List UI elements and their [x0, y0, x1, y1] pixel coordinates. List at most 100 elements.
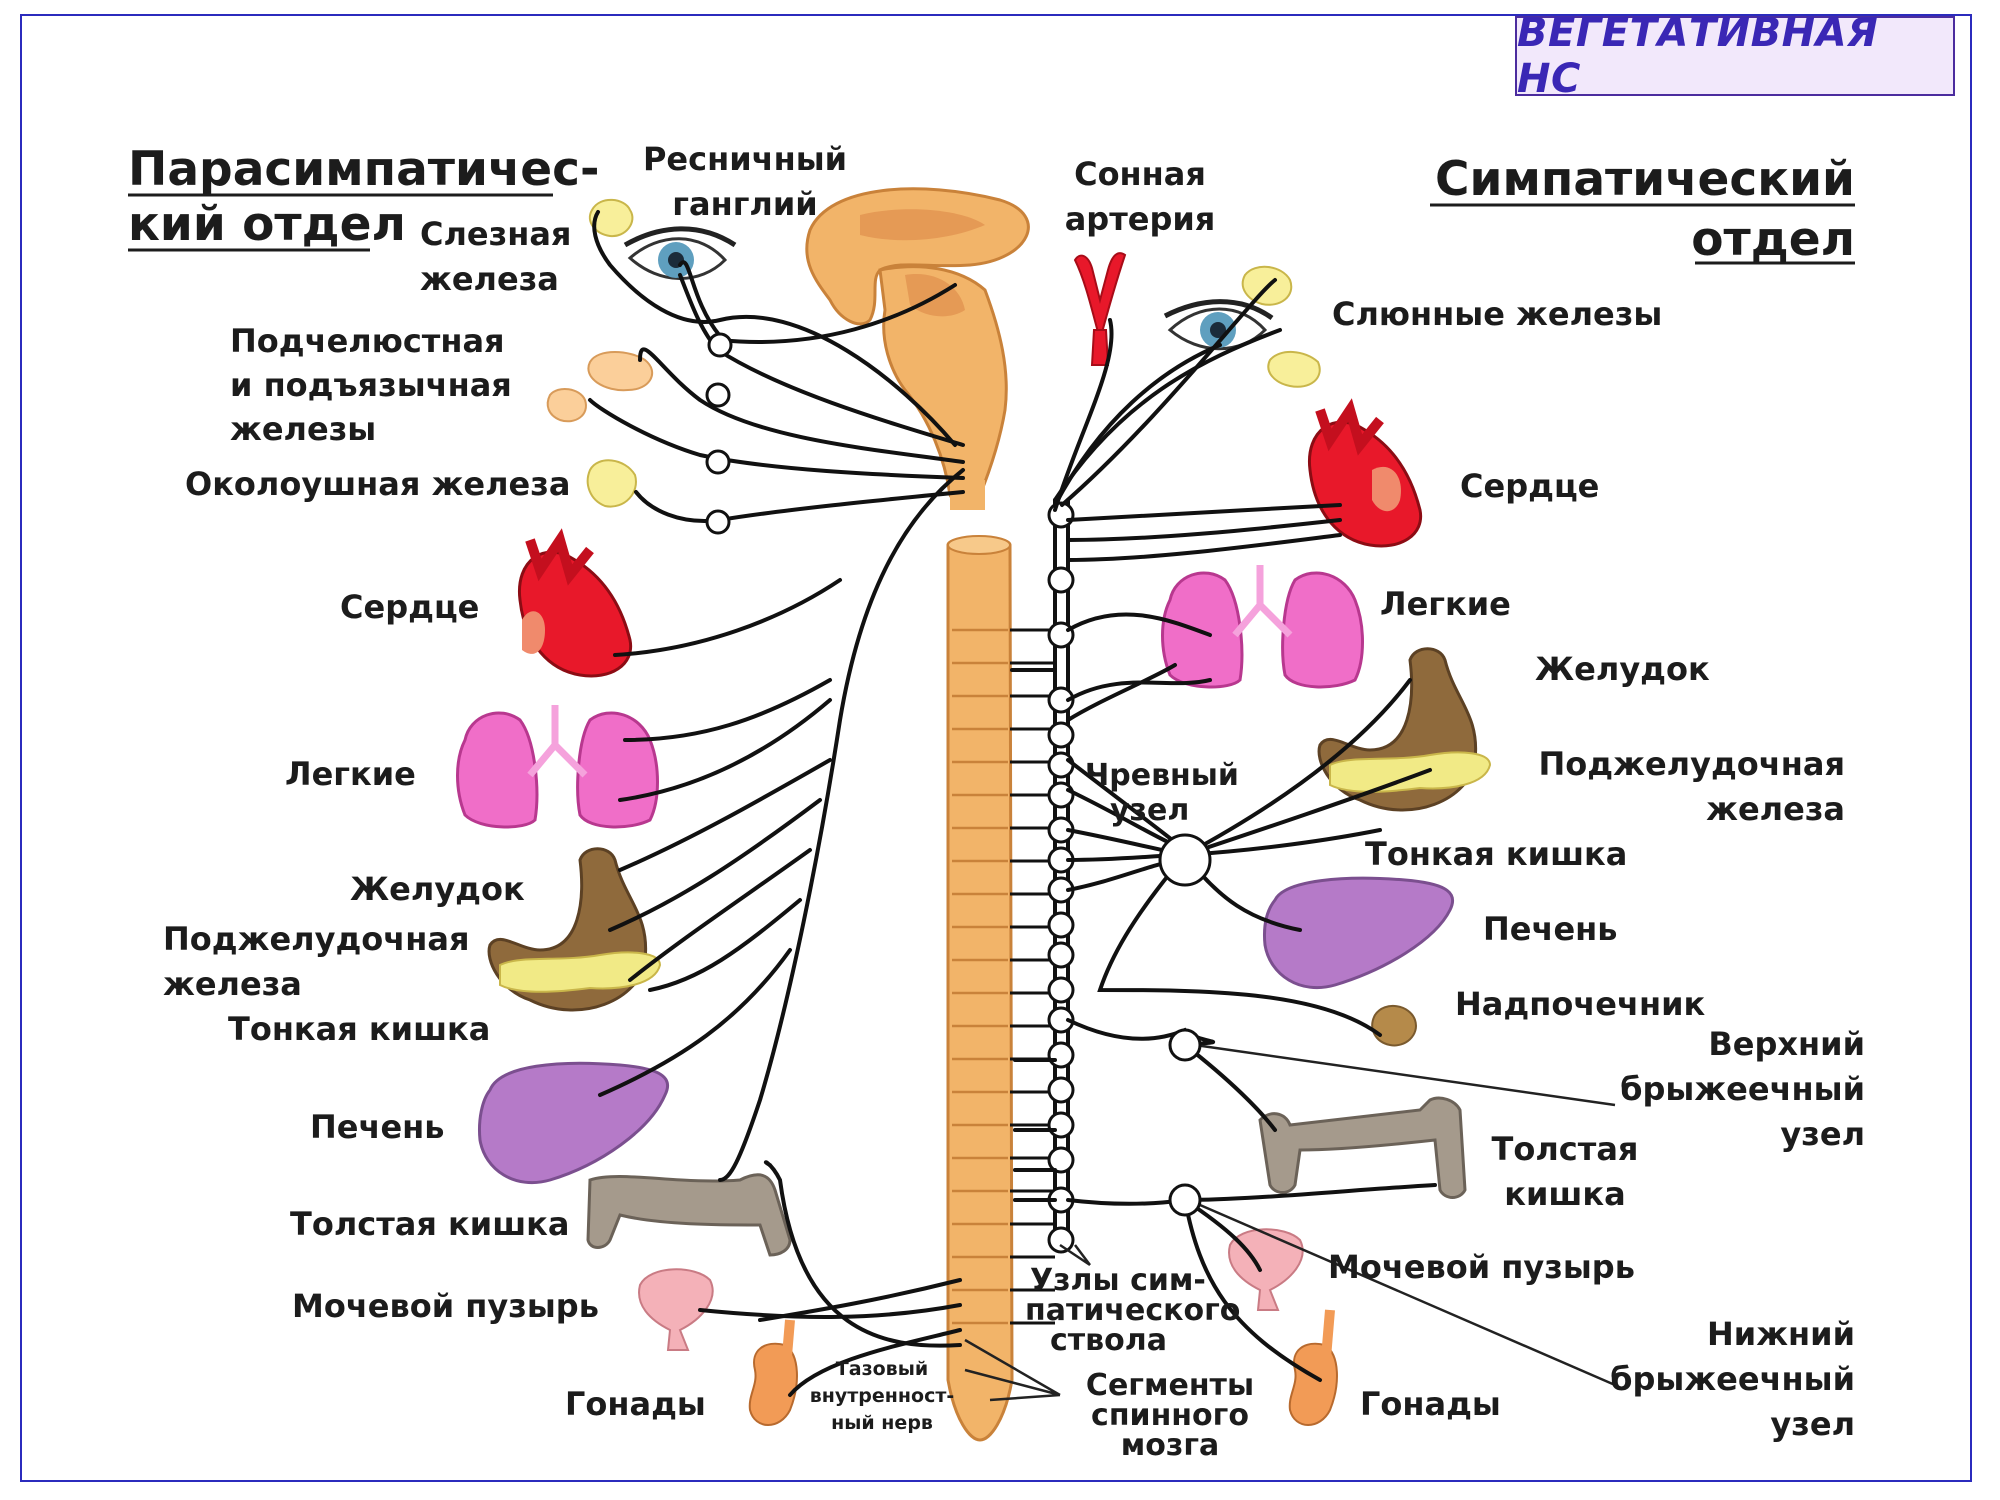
- label-pelvic-nerve: Тазовый: [836, 1358, 928, 1380]
- otic-ganglion-node: [705, 509, 731, 535]
- label-salivary-glands: Слюнные железы: [1332, 295, 1662, 333]
- sympathetic-trunk-ganglion: [1047, 1111, 1075, 1139]
- adrenal-gland: [1371, 1005, 1417, 1047]
- sympathetic-trunk-ganglion: [1047, 566, 1075, 594]
- label-colon-right-2: кишка: [1504, 1175, 1625, 1213]
- gonads-left: [748, 1319, 798, 1426]
- heart-left: [517, 528, 633, 678]
- label-inferior-mesenteric-2: брыжеечный: [1610, 1360, 1855, 1398]
- label-superior-mesenteric-3: узел: [1780, 1115, 1865, 1153]
- svg-text:отдел: отдел: [1691, 212, 1855, 267]
- label-pancreas-left-2: железа: [163, 965, 302, 1003]
- submandibular-ganglion-node: [705, 449, 731, 475]
- label-stomach-left: Желудок: [350, 870, 525, 908]
- celiac-ganglion-node: [1158, 833, 1212, 887]
- sympathetic-trunk-ganglion: [1047, 911, 1075, 939]
- brain: [805, 187, 1030, 510]
- label-colon-left: Толстая кишка: [290, 1205, 569, 1243]
- ciliary-ganglion-node: [707, 332, 733, 358]
- sympathetic-trunk-ganglion: [1047, 1146, 1075, 1174]
- label-pelvic-nerve-3: ный нерв: [831, 1412, 933, 1434]
- liver-left: [478, 1061, 669, 1185]
- pterygopalatine-ganglion-node: [705, 382, 731, 408]
- liver-right: [1263, 876, 1454, 990]
- label-inferior-mesenteric: Нижний: [1707, 1315, 1855, 1353]
- sympathetic-trunk-ganglion: [1047, 686, 1075, 714]
- label-small-intestine-left: Тонкая кишка: [228, 1010, 490, 1048]
- heart-right: [1307, 398, 1423, 548]
- pancreas-left: [499, 951, 662, 993]
- label-superior-mesenteric-2: брыжеечный: [1620, 1070, 1865, 1108]
- parasympathetic-ganglia: [705, 332, 733, 535]
- sympathetic-trunk: [1047, 498, 1075, 1254]
- label-ciliary-ganglion-2: ганглий: [672, 185, 817, 223]
- parotid-gland: [586, 459, 637, 508]
- label-submandibular: Подчелюстная: [230, 322, 505, 360]
- label-lacrimal-gland: Слезная: [420, 215, 571, 253]
- lungs-left: [456, 705, 659, 829]
- label-submandibular-2: и подъязычная: [230, 366, 512, 404]
- eye-left: [623, 226, 737, 280]
- prevertebral-ganglia: [1158, 833, 1212, 1217]
- label-trunk-ganglia: Узлы сим-: [1030, 1263, 1206, 1298]
- label-small-intestine-right: Тонкая кишка: [1365, 835, 1627, 873]
- label-superior-mesenteric: Верхний: [1708, 1025, 1865, 1063]
- spinal-segment-lines: [952, 628, 1055, 1325]
- label-heart-left: Сердце: [340, 588, 479, 626]
- colon-left: [586, 1173, 792, 1257]
- title-box: ВЕГЕТАТИВНАЯ НС: [1515, 10, 1955, 102]
- label-trunk-ganglia-3: ствола: [1050, 1323, 1167, 1358]
- label-submandibular-3: железы: [230, 410, 376, 448]
- eye-right: [1163, 299, 1274, 351]
- submandibular-gland: [546, 351, 654, 423]
- label-bladder-right: Мочевой пузырь: [1328, 1248, 1635, 1286]
- sympathetic-trunk-ganglion: [1047, 1041, 1075, 1069]
- svg-text:Парасимпатичес-: Парасимпатичес-: [128, 142, 600, 197]
- spinal-cord: [946, 535, 1055, 1442]
- page-title: ВЕГЕТАТИВНАЯ НС: [1517, 10, 1879, 102]
- sympathetic-trunk-ganglion: [1047, 1006, 1075, 1034]
- division-header-sympathetic: Симпатический отдел: [1430, 152, 1855, 267]
- label-liver-left: Печень: [310, 1108, 445, 1146]
- svg-text:Симпатический: Симпатический: [1435, 152, 1855, 207]
- label-gonads-left: Гонады: [565, 1385, 706, 1423]
- label-carotid-artery-2: артерия: [1065, 200, 1216, 238]
- lungs-right: [1161, 565, 1364, 689]
- sympathetic-trunk-ganglion: [1047, 1076, 1075, 1104]
- label-gonads-right: Гонады: [1360, 1385, 1501, 1423]
- label-inferior-mesenteric-3: узел: [1770, 1405, 1855, 1443]
- label-bladder-left: Мочевой пузырь: [292, 1287, 599, 1325]
- inferior-mesenteric-ganglion-node: [1168, 1183, 1202, 1217]
- pointer-lines: [964, 1043, 1616, 1402]
- label-spinal-segments: Сегменты: [1086, 1368, 1254, 1403]
- sympathetic-trunk-ganglion: [1047, 976, 1075, 1004]
- label-pancreas-right-2: железа: [1706, 790, 1845, 828]
- colon-right: [1258, 1096, 1467, 1199]
- division-header-parasympathetic: Парасимпатичес- кий отдел: [128, 142, 600, 252]
- label-stomach-right: Желудок: [1535, 650, 1710, 688]
- sympathetic-trunk-ganglion: [1047, 751, 1075, 779]
- svg-text:кий отдел: кий отдел: [128, 197, 406, 252]
- label-liver-right: Печень: [1483, 910, 1618, 948]
- sympathetic-trunk-ganglia: [1047, 501, 1075, 1254]
- label-lungs-left: Легкие: [285, 755, 416, 793]
- label-celiac-ganglion-2: узел: [1110, 793, 1189, 828]
- gonads-right: [1288, 1309, 1338, 1426]
- label-lungs-right: Легкие: [1380, 585, 1511, 623]
- label-pancreas-left: Поджелудочная: [163, 920, 470, 958]
- label-celiac-ganglion: Чревный: [1085, 758, 1239, 793]
- carotid-artery: [1073, 252, 1127, 366]
- sympathetic-trunk-ganglion: [1047, 781, 1075, 809]
- label-carotid-artery: Сонная: [1074, 155, 1206, 193]
- sympathetic-trunk-ganglion: [1047, 721, 1075, 749]
- label-adrenal: Надпочечник: [1455, 985, 1705, 1023]
- superior-mesenteric-ganglion-node: [1168, 1028, 1202, 1062]
- label-lacrimal-gland-2: железа: [420, 260, 559, 298]
- label-pancreas-right: Поджелудочная: [1539, 745, 1846, 783]
- bladder-left: [638, 1268, 714, 1351]
- label-spinal-segments-3: мозга: [1121, 1428, 1219, 1463]
- sympathetic-trunk-ganglion: [1047, 1226, 1075, 1254]
- label-heart-right: Сердце: [1460, 467, 1599, 505]
- label-spinal-segments-2: спинного: [1091, 1398, 1249, 1433]
